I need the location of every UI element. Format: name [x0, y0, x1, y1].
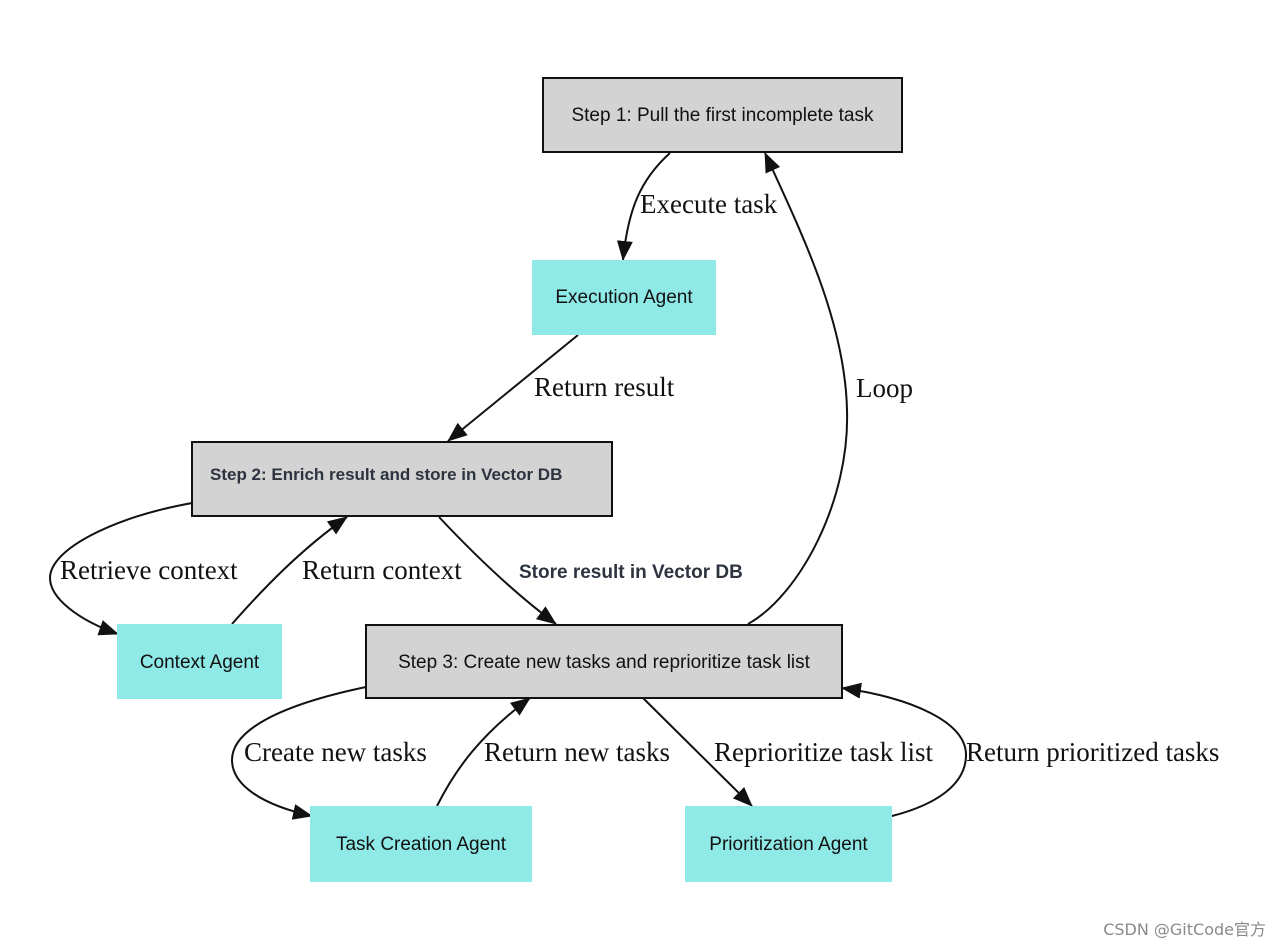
node-execution-agent: Execution Agent [532, 260, 716, 335]
node-step1-label: Step 1: Pull the first incomplete task [571, 105, 874, 126]
node-step2: Step 2: Enrich result and store in Vecto… [191, 441, 613, 517]
node-prioritization-agent: Prioritization Agent [685, 806, 892, 882]
node-step1: Step 1: Pull the first incomplete task [542, 77, 903, 153]
edge-label-return-new-tasks: Return new tasks [484, 737, 670, 767]
node-task-creation-agent: Task Creation Agent [310, 806, 532, 882]
node-execution-agent-label: Execution Agent [555, 287, 693, 308]
node-step3: Step 3: Create new tasks and reprioritiz… [365, 624, 843, 699]
edge-label-reprioritize-task-list: Reprioritize task list [714, 737, 933, 767]
edge-return-prioritized-tasks [841, 682, 968, 817]
edge-retrieve-context [48, 502, 193, 636]
edge-label-return-result: Return result [534, 372, 675, 402]
watermark: CSDN @GitCode官方 [1103, 920, 1266, 939]
node-context-agent: Context Agent [117, 624, 282, 699]
edge-label-execute-task: Execute task [640, 189, 778, 219]
node-step2-label: Step 2: Enrich result and store in Vecto… [210, 465, 562, 484]
edge-label-create-new-tasks: Create new tasks [244, 737, 427, 767]
node-task-creation-agent-label: Task Creation Agent [336, 834, 507, 855]
edge-store-result [438, 516, 557, 625]
edge-reprioritize-task-list [642, 697, 753, 807]
edge-return-context [231, 516, 348, 625]
edge-label-return-prioritized-tasks: Return prioritized tasks [966, 737, 1219, 767]
node-context-agent-label: Context Agent [140, 652, 260, 673]
node-step3-label: Step 3: Create new tasks and reprioritiz… [398, 652, 811, 673]
node-prioritization-agent-label: Prioritization Agent [709, 834, 868, 855]
edge-return-new-tasks [436, 697, 531, 807]
edge-loop [747, 152, 849, 625]
edge-label-loop: Loop [856, 373, 913, 403]
edge-create-new-tasks [230, 686, 367, 820]
edge-execute-task [616, 152, 671, 261]
edge-label-retrieve-context: Retrieve context [60, 555, 238, 585]
edge-return-result [447, 334, 579, 442]
edge-label-return-context: Return context [302, 555, 462, 585]
edge-label-store-result: Store result in Vector DB [519, 562, 743, 583]
